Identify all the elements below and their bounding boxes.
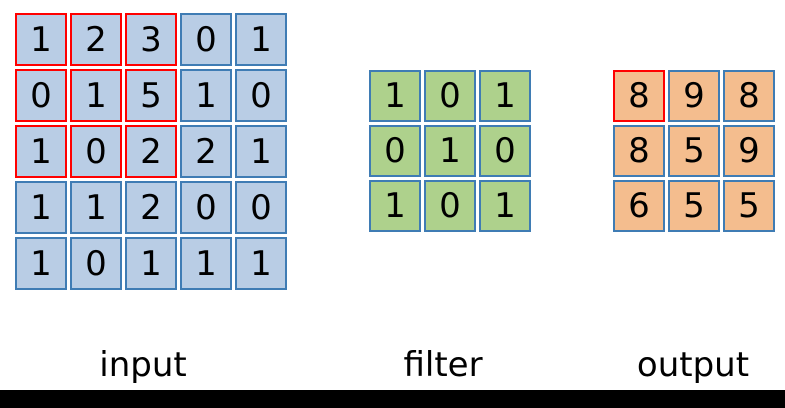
input-cell-r2-c2: 2 [125,125,177,178]
output-cell-r0-c2: 8 [723,70,775,122]
input-cell-r4-c2: 1 [125,237,177,290]
filter-cell-r1-c1: 1 [424,125,476,177]
input-cell-r0-c4: 1 [235,13,287,66]
input-cell-r2-c1: 0 [70,125,122,178]
output-cell-r2-c0: 6 [613,180,665,232]
input-cell-r0-c2: 3 [125,13,177,66]
input-cell-r3-c0: 1 [15,181,67,234]
input-cell-r1-c2: 5 [125,69,177,122]
input-cell-r4-c1: 0 [70,237,122,290]
input-cell-r0-c0: 1 [15,13,67,66]
input-cell-r3-c4: 0 [235,181,287,234]
filter-caption: filter [403,345,483,385]
input-cell-r4-c4: 1 [235,237,287,290]
output-cell-r1-c2: 9 [723,125,775,177]
input-cell-r3-c3: 0 [180,181,232,234]
filter-cell-r0-c2: 1 [479,70,531,122]
input-cell-r0-c3: 0 [180,13,232,66]
input-cell-r4-c0: 1 [15,237,67,290]
input-cell-r2-c0: 1 [15,125,67,178]
filter-cell-r2-c0: 1 [369,180,421,232]
bottom-black-bar [0,390,785,408]
output-cell-r0-c1: 9 [668,70,720,122]
input-cell-r4-c3: 1 [180,237,232,290]
filter-cell-r2-c1: 0 [424,180,476,232]
input-cell-r3-c1: 1 [70,181,122,234]
input-cell-r1-c3: 1 [180,69,232,122]
output-cell-r0-c0: 8 [613,70,665,122]
filter-cell-r1-c0: 0 [369,125,421,177]
input-cell-r3-c2: 2 [125,181,177,234]
filter-cell-r0-c1: 0 [424,70,476,122]
output-caption: output [636,345,750,385]
input-cell-r2-c3: 2 [180,125,232,178]
output-cell-r1-c0: 8 [613,125,665,177]
input-caption: input [99,345,187,385]
filter-cell-r2-c2: 1 [479,180,531,232]
filter-cell-r1-c2: 0 [479,125,531,177]
input-cell-r1-c1: 1 [70,69,122,122]
input-cell-r1-c0: 0 [15,69,67,122]
output-cell-r1-c1: 5 [668,125,720,177]
input-cell-r2-c4: 1 [235,125,287,178]
output-cell-r2-c2: 5 [723,180,775,232]
input-cell-r1-c4: 0 [235,69,287,122]
input-cell-r0-c1: 2 [70,13,122,66]
output-cell-r2-c1: 5 [668,180,720,232]
filter-cell-r0-c0: 1 [369,70,421,122]
